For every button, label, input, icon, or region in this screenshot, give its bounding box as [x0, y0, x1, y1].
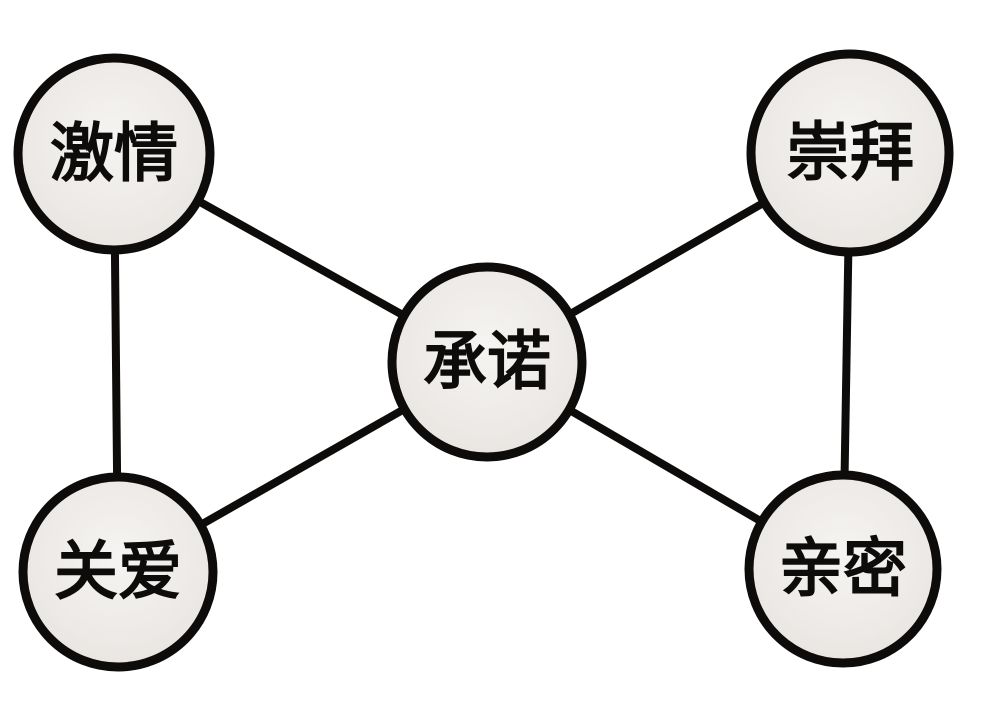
node-label-qinmi: 亲密: [779, 532, 907, 607]
node-guanai: 关爱: [18, 472, 218, 672]
node-label-guanai: 关爱: [54, 535, 182, 610]
node-chongbai: 崇拜: [746, 49, 954, 257]
node-circle-guanai: [18, 472, 218, 672]
node-circle-chongbai: [746, 49, 954, 257]
node-circle-chengnuo: [387, 262, 587, 462]
node-label-jiqing: 激情: [50, 117, 178, 192]
node-jiqing: 激情: [13, 53, 215, 255]
node-label-chengnuo: 承诺: [423, 325, 551, 400]
node-label-chongbai: 崇拜: [786, 116, 914, 191]
node-chengnuo: 承诺: [387, 262, 587, 462]
node-circle-jiqing: [13, 53, 215, 255]
node-circle-qinmi: [744, 470, 942, 668]
node-qinmi: 亲密: [744, 470, 942, 668]
